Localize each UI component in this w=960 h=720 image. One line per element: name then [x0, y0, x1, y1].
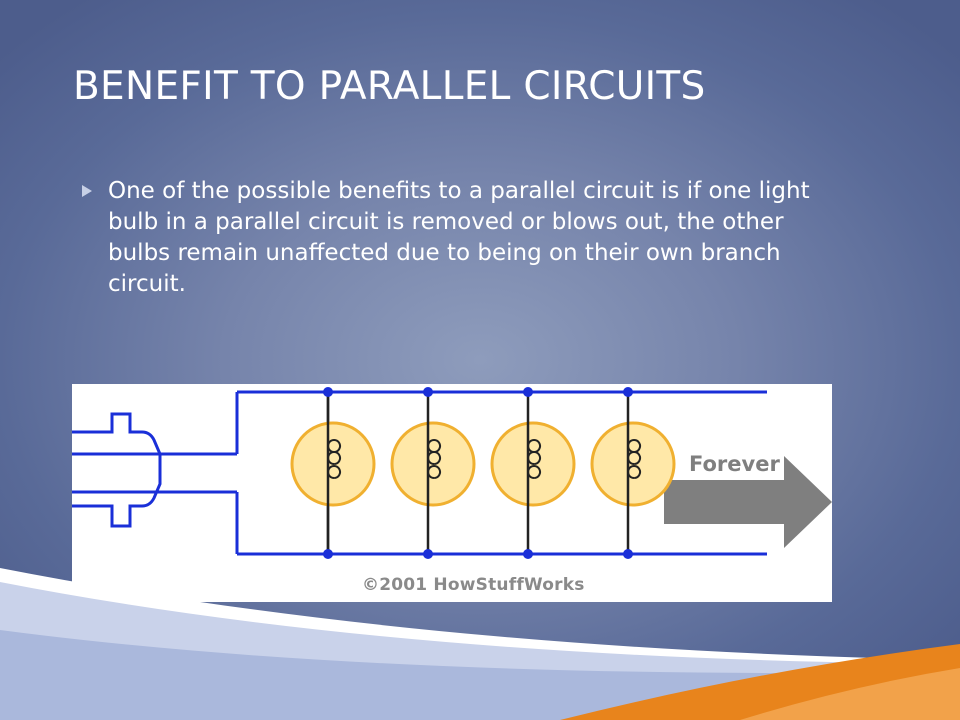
bullet-text: One of the possible benefits to a parall…	[108, 178, 810, 297]
wave-orange-light	[740, 668, 960, 720]
parallel-circuit-diagram: Forever ©2001 HowStuffWorks	[72, 384, 832, 602]
bullet-triangle-icon	[82, 185, 92, 197]
copyright-text: ©2001 HowStuffWorks	[362, 575, 585, 595]
branch-1	[290, 387, 376, 559]
slide-title: BENEFIT TO PARALLEL CIRCUITS	[73, 64, 706, 109]
power-source-plug	[72, 412, 162, 528]
circuit-svg	[72, 387, 832, 559]
branch-4	[590, 387, 676, 559]
footer-wave-decoration	[0, 568, 960, 720]
forever-arrow	[664, 456, 832, 548]
forever-label: Forever	[689, 452, 780, 476]
branch-2	[390, 387, 476, 559]
branch-3	[490, 387, 576, 559]
